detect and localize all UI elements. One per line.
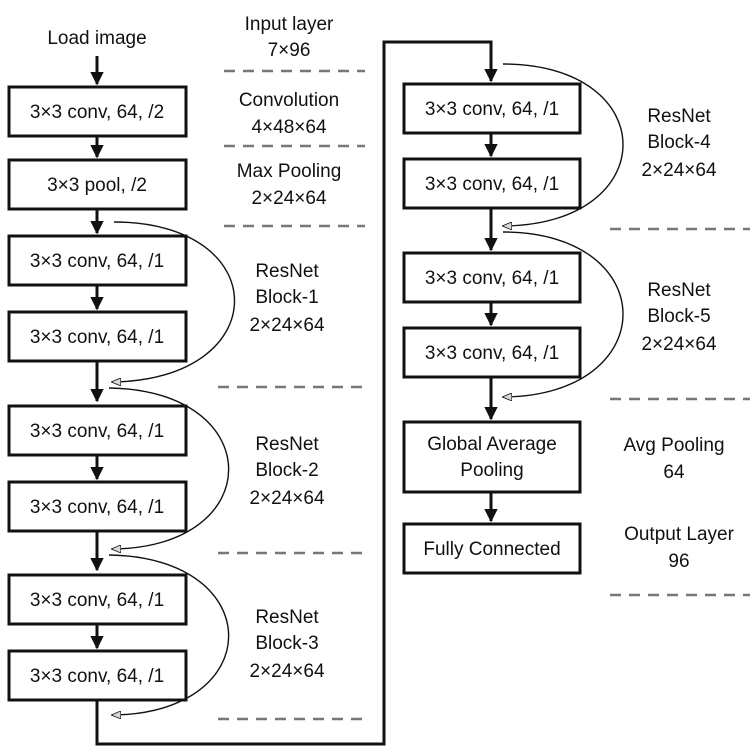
block5-name-line1: ResNet bbox=[647, 280, 711, 301]
output-layer-size: 96 bbox=[668, 551, 689, 572]
block2-conv-b-box bbox=[7, 480, 188, 533]
output-layer-name: Output Layer bbox=[624, 524, 735, 545]
maxpool-box-label: 3×3 pool, /2 bbox=[47, 175, 147, 196]
block3-conv-a-label: 3×3 conv, 64, /1 bbox=[30, 590, 164, 611]
block2-skip-connection bbox=[108, 387, 230, 549]
block5-conv-a-label: 3×3 conv, 64, /1 bbox=[425, 268, 559, 289]
block3-name-line2: Block-3 bbox=[255, 633, 318, 654]
block3-name-line1: ResNet bbox=[255, 607, 319, 628]
block3-skip-connection bbox=[108, 554, 230, 715]
global-average-pooling-box bbox=[402, 420, 582, 494]
block1-skip-connection bbox=[112, 221, 236, 382]
avgpool-layer-name: Avg Pooling bbox=[623, 435, 724, 456]
block4-conv-a-label: 3×3 conv, 64, /1 bbox=[425, 99, 559, 120]
load-image-label: Load image bbox=[47, 28, 146, 49]
block1-name-line2: Block-1 bbox=[255, 287, 318, 308]
block2-name-line2: Block-2 bbox=[255, 460, 318, 481]
column-connector-line bbox=[95, 40, 498, 746]
block4-name-line2: Block-4 bbox=[647, 132, 711, 153]
block4-name-line1: ResNet bbox=[647, 106, 711, 127]
block1-conv-a-label: 3×3 conv, 64, /1 bbox=[30, 251, 164, 272]
conv1-box-label: 3×3 conv, 64, /2 bbox=[30, 102, 164, 123]
block3-conv-b-label: 3×3 conv, 64, /1 bbox=[30, 666, 164, 687]
global-average-pooling-label-line1: Global Average bbox=[427, 434, 557, 455]
block2-conv-b-label: 3×3 conv, 64, /1 bbox=[30, 497, 164, 518]
block1-conv-b-label: 3×3 conv, 64, /1 bbox=[30, 327, 164, 348]
block5-conv-b-label: 3×3 conv, 64, /1 bbox=[425, 343, 559, 364]
block4-skip-connection bbox=[503, 63, 624, 226]
block5-size: 2×24×64 bbox=[641, 334, 716, 355]
block2-name-line1: ResNet bbox=[255, 434, 319, 455]
block1-size: 2×24×64 bbox=[249, 315, 324, 336]
block3-size: 2×24×64 bbox=[249, 661, 324, 682]
fully-connected-box bbox=[402, 522, 582, 575]
block2-conv-a-box bbox=[7, 404, 188, 457]
global-average-pooling-label-line2: Pooling bbox=[460, 460, 523, 481]
input-layer-name: Input layer bbox=[245, 14, 334, 35]
maxpool-layer-name: Max Pooling bbox=[237, 161, 342, 182]
maxpool-box bbox=[7, 158, 188, 211]
convolution-layer-size: 4×48×64 bbox=[251, 117, 326, 138]
block4-size: 2×24×64 bbox=[641, 160, 716, 181]
input-layer-size: 7×96 bbox=[268, 40, 311, 61]
avgpool-layer-size: 64 bbox=[663, 462, 685, 483]
fully-connected-label: Fully Connected bbox=[423, 539, 560, 560]
block1-name-line1: ResNet bbox=[255, 261, 319, 282]
block5-conv-b-box bbox=[402, 326, 582, 379]
block1-conv-a-box bbox=[7, 234, 188, 287]
block5-name-line2: Block-5 bbox=[647, 306, 710, 327]
maxpool-layer-size: 2×24×64 bbox=[251, 188, 326, 209]
block5-conv-a-box bbox=[402, 251, 582, 304]
block5-skip-connection bbox=[503, 231, 624, 397]
block4-conv-b-label: 3×3 conv, 64, /1 bbox=[425, 174, 559, 195]
block3-conv-a-box bbox=[7, 573, 188, 626]
block2-conv-a-label: 3×3 conv, 64, /1 bbox=[30, 421, 164, 442]
convolution-layer-name: Convolution bbox=[239, 90, 339, 111]
block2-size: 2×24×64 bbox=[249, 488, 324, 509]
block4-conv-a-box bbox=[402, 82, 582, 135]
